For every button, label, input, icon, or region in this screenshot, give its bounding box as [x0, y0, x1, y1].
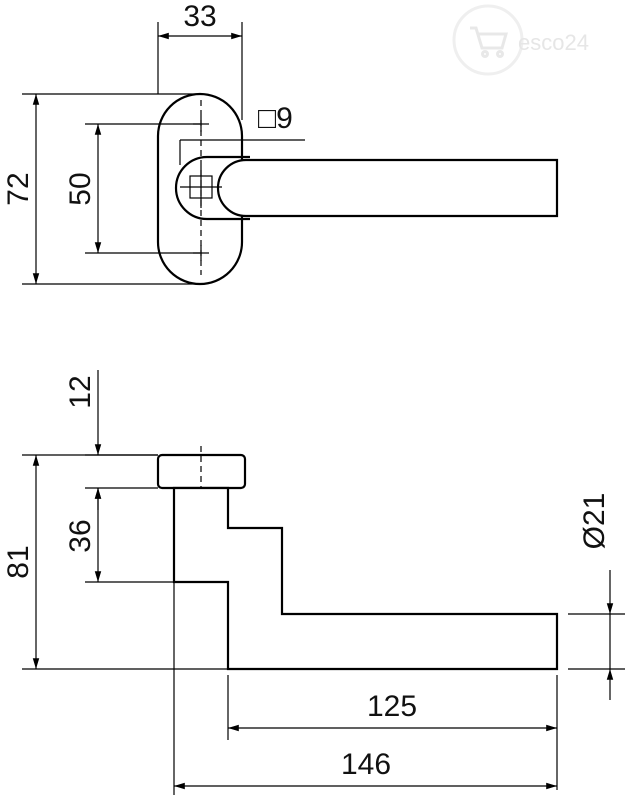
dim-height-outer-label: 72: [2, 172, 35, 205]
dim-screw-spacing-label: 50: [64, 172, 97, 205]
dim-rose-height-label: 12: [64, 375, 97, 408]
lever-handle-top: [216, 158, 559, 218]
lever-handle-side: [172, 486, 559, 671]
cart-icon: [470, 26, 508, 58]
top-view: 33 □9 72 50: [2, 0, 559, 286]
side-view: 12 36 81 Ø21 125 146: [2, 370, 625, 795]
dim-lever-length-label: 125: [367, 690, 417, 723]
spindle-hub: [174, 155, 250, 221]
dim-total-height-label: 81: [2, 545, 35, 578]
dim-handle-dia-label: Ø21: [578, 493, 611, 550]
dim-width-label: 33: [183, 0, 216, 33]
watermark: esco24: [452, 4, 589, 76]
dim-spindle-label: □9: [258, 102, 293, 135]
watermark-text: esco24: [518, 30, 589, 55]
dim-total-length-label: 146: [341, 748, 391, 781]
dim-neck-label: 36: [64, 519, 97, 552]
